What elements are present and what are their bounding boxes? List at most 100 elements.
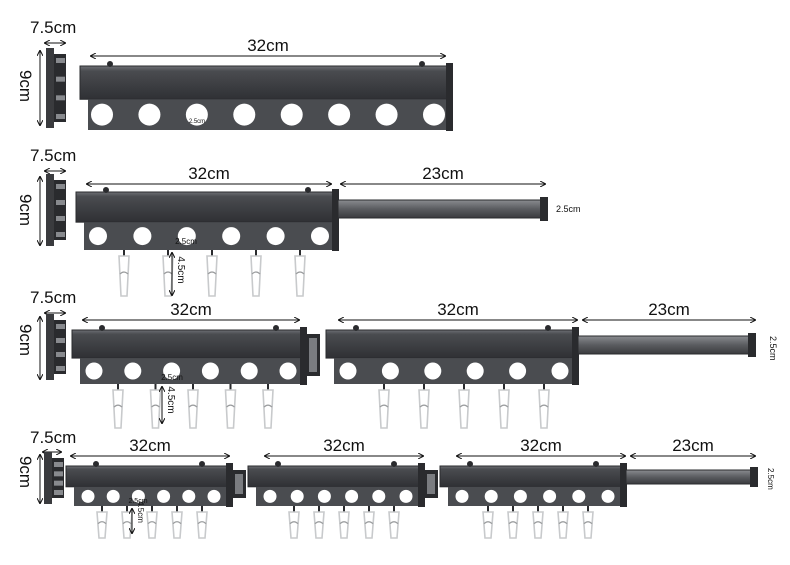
dimension-label: 32cm <box>437 300 479 319</box>
hinge-knuckle <box>54 462 63 467</box>
clip-spring <box>483 521 493 525</box>
clip-spring <box>389 521 399 525</box>
clip-spring <box>207 271 217 275</box>
hanger-hole <box>85 362 103 380</box>
wall-bracket-hinge <box>54 54 66 122</box>
hinge-knuckle <box>56 200 65 205</box>
clothes-peg-clip <box>187 389 199 429</box>
hanger-hole <box>89 227 107 246</box>
rack-bar-top <box>65 465 233 488</box>
clip-spring <box>188 404 198 408</box>
rivet <box>353 325 359 331</box>
hanger-hole <box>131 489 145 503</box>
hole-size-label: 2.5cm <box>175 237 197 246</box>
clothes-peg-clip <box>250 255 262 297</box>
hanger-hole <box>163 362 181 380</box>
rivet <box>273 325 279 331</box>
clip-spring <box>339 521 349 525</box>
hanger-hole <box>185 103 208 126</box>
clip-spring <box>508 521 518 525</box>
clip-spring <box>499 404 509 408</box>
hanger-hole <box>133 227 152 246</box>
hanger-hole <box>240 362 258 380</box>
dimension-label: 32cm <box>323 436 365 455</box>
joint-hinge <box>235 474 243 494</box>
hanger-hole <box>106 489 120 503</box>
hanger-hole <box>222 227 241 246</box>
rack-bar-bottom <box>80 358 302 384</box>
hinge-knuckle <box>56 95 65 101</box>
clothes-peg-clip <box>262 389 274 429</box>
rack-bar-top <box>79 65 453 100</box>
clip-spring <box>226 404 235 408</box>
hanger-hole <box>513 489 527 503</box>
clothes-peg-clip <box>532 511 544 539</box>
bar-end-cap <box>620 463 627 507</box>
clothes-peg-clip <box>482 511 494 539</box>
hanger-hole <box>381 362 399 380</box>
hanger-hole <box>543 489 557 503</box>
hole-size-label: 2.5cm <box>189 119 205 125</box>
dimension-label: 23cm <box>422 164 464 183</box>
clip-spring <box>151 404 160 408</box>
clip-spring <box>251 271 261 275</box>
hanger-hole <box>372 489 386 503</box>
bracket-width-label: 7.5cm <box>30 288 76 307</box>
bar-end-cap <box>446 63 453 131</box>
clothes-peg-clip <box>338 511 350 539</box>
dimension-label: 32cm <box>188 164 230 183</box>
hinge-knuckle <box>56 184 65 189</box>
rack-bar-bottom <box>84 222 334 250</box>
clip-spring <box>163 271 173 275</box>
bracket-width-label: 7.5cm <box>30 18 76 37</box>
hanger-hole <box>484 489 498 503</box>
rivet <box>391 461 397 467</box>
extension-end-cap <box>540 197 548 221</box>
clip-spring <box>263 404 273 408</box>
hinge-knuckle <box>54 480 63 486</box>
rack-bar-bottom <box>74 486 228 506</box>
extension-end-cap <box>750 467 758 487</box>
clip-spring <box>147 521 157 525</box>
clip-spring <box>533 521 543 525</box>
bar-end-cap <box>300 327 307 385</box>
hanger-hole <box>317 489 331 503</box>
wall-bracket-plate <box>46 174 54 246</box>
hinge-knuckle <box>54 490 63 495</box>
clip-spring <box>459 404 469 408</box>
bar-end-cap <box>572 327 579 385</box>
clip-spring <box>172 521 182 525</box>
clothes-peg-clip <box>206 255 218 297</box>
clothes-peg-clip <box>294 255 306 297</box>
clothes-peg-clip <box>458 389 470 429</box>
clip-spring <box>122 521 132 525</box>
hanger-hole <box>345 489 359 503</box>
clip-spring <box>97 521 107 525</box>
dimension-label: 23cm <box>648 300 690 319</box>
end-size-label: 2.5cm <box>768 336 778 361</box>
rack-bar-bottom <box>334 358 574 384</box>
hanger-hole <box>466 362 484 380</box>
hanger-hole <box>266 227 285 246</box>
clothes-peg-clip <box>171 511 183 539</box>
wall-bracket-plate <box>46 48 54 128</box>
clip-spring <box>379 404 389 408</box>
clip-spring <box>295 271 305 275</box>
clothes-peg-clip <box>582 511 594 539</box>
rivet <box>103 187 109 193</box>
clothes-peg-clip <box>418 389 430 429</box>
wall-bracket-plate <box>44 452 52 504</box>
hanger-hole <box>509 362 527 380</box>
clothes-peg-clip <box>96 511 108 539</box>
joint-hinge <box>309 338 317 372</box>
rack-bar-bottom <box>448 486 622 506</box>
hanger-hole <box>207 489 221 503</box>
hinge-knuckle <box>56 216 65 221</box>
clothes-peg-clip <box>378 389 390 429</box>
rivet <box>99 325 105 331</box>
hanger-hole <box>182 489 196 503</box>
dimension-label: 32cm <box>129 436 171 455</box>
